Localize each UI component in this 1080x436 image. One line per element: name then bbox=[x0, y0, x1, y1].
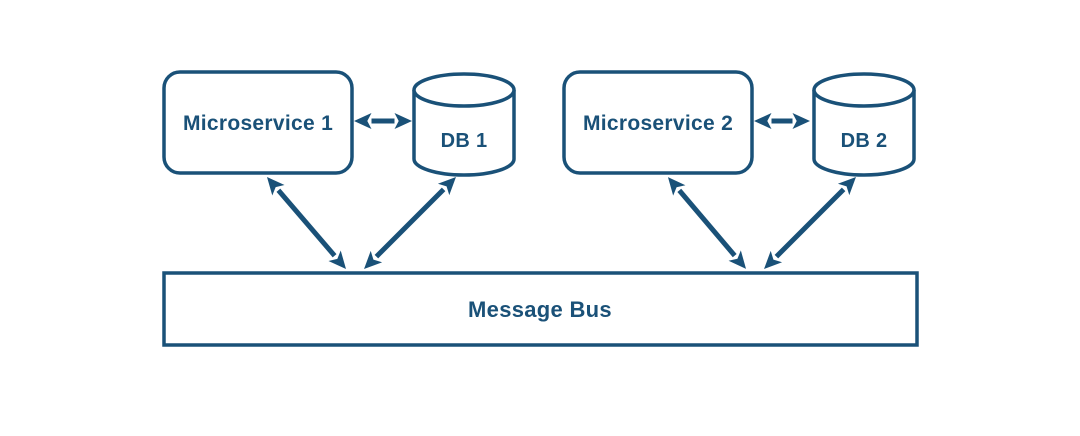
arrow-microservice1-bus bbox=[266, 177, 347, 269]
db1-label: DB 1 bbox=[441, 130, 488, 152]
message-bus-box bbox=[162, 271, 919, 347]
microservice2-label: Microservice 2 bbox=[583, 112, 733, 135]
message-bus-label: Message Bus bbox=[468, 297, 612, 322]
microservice1-label: Microservice 1 bbox=[183, 112, 333, 135]
arrow-db1-bus bbox=[364, 177, 456, 269]
db2-label: DB 2 bbox=[841, 130, 888, 152]
db2-cylinder-body bbox=[812, 90, 916, 177]
microservice2-box bbox=[562, 70, 754, 175]
db1-cylinder-body bbox=[412, 90, 516, 177]
microservice1-box bbox=[162, 70, 354, 175]
arrow-microservice2-bus bbox=[667, 177, 747, 269]
arrow-db2-bus bbox=[764, 177, 856, 269]
db1-cylinder-top bbox=[412, 72, 516, 108]
db2-cylinder-top bbox=[812, 72, 916, 108]
